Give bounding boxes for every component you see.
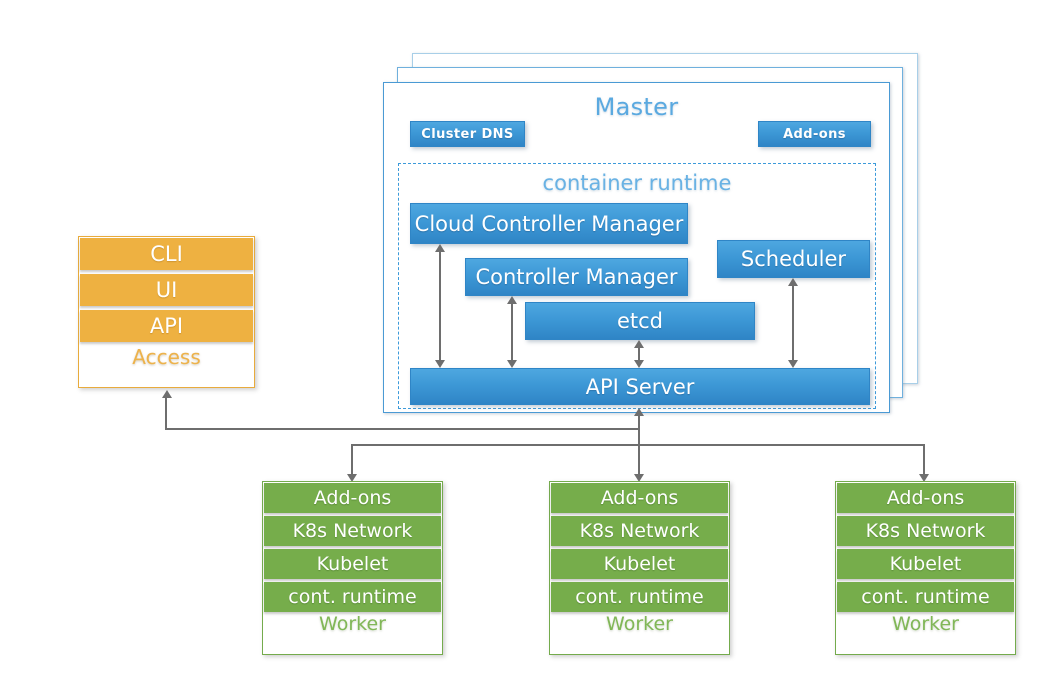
connector-etcd-arrow-down xyxy=(634,360,644,368)
api-server-label: API Server xyxy=(585,374,695,399)
worker-3-bar-addons-label: Add-ons xyxy=(886,487,965,509)
connector-ccm-arrow-down xyxy=(435,360,445,368)
worker2-connector-arrow-down xyxy=(634,474,644,482)
connector-cm-apiserver xyxy=(511,302,513,362)
worker-distribution-bus xyxy=(351,444,925,446)
scheduler-label: Scheduler xyxy=(740,247,847,271)
connector-etcd-apiserver xyxy=(638,346,640,362)
worker3-connector-vline xyxy=(923,444,925,480)
connector-scheduler-arrow-down xyxy=(788,360,798,368)
connector-ccm-apiserver xyxy=(439,250,441,362)
worker-2-bar-cont-runtime[interactable]: cont. runtime xyxy=(551,582,728,612)
access-bar-cli-label: CLI xyxy=(150,242,183,266)
access-panel-label: Access xyxy=(132,345,201,369)
worker-3-bar-k8s-network-label: K8s Network xyxy=(865,520,986,542)
worker-1-bar-k8s-network[interactable]: K8s Network xyxy=(264,516,441,546)
access-bar-ui[interactable]: UI xyxy=(80,274,253,306)
worker-3-bar-kubelet[interactable]: Kubelet xyxy=(837,549,1014,579)
worker-1-bar-cont-runtime[interactable]: cont. runtime xyxy=(264,582,441,612)
api-server-box[interactable]: API Server xyxy=(410,368,870,405)
worker-1-bar-kubelet[interactable]: Kubelet xyxy=(264,549,441,579)
worker-2-bar-kubelet[interactable]: Kubelet xyxy=(551,549,728,579)
connector-scheduler-apiserver xyxy=(792,284,794,362)
cluster-dns-box[interactable]: Cluster DNS xyxy=(410,121,525,147)
worker-1-bar-k8s-network-label: K8s Network xyxy=(292,520,413,542)
cluster-dns-label: Cluster DNS xyxy=(421,126,514,142)
access-bar-api[interactable]: API xyxy=(80,310,253,342)
worker-2-bar-k8s-network-label: K8s Network xyxy=(579,520,700,542)
worker-1-bar-cont-runtime-label: cont. runtime xyxy=(288,586,417,608)
worker-2-bar-addons[interactable]: Add-ons xyxy=(551,483,728,513)
apiserver-trunk-vline xyxy=(638,414,640,480)
connector-cm-arrow-up xyxy=(507,296,517,304)
apiserver-trunk-arrow-up xyxy=(634,408,644,416)
worker-3-bar-kubelet-label: Kubelet xyxy=(889,553,962,575)
worker-2-bar-addons-label: Add-ons xyxy=(600,487,679,509)
access-apiserver-bus xyxy=(165,428,639,430)
worker-1-bar-addons-label: Add-ons xyxy=(313,487,392,509)
connector-etcd-arrow-up xyxy=(634,340,644,348)
controller-manager-label: Controller Manager xyxy=(475,265,678,289)
worker-3-bar-cont-runtime-label: cont. runtime xyxy=(861,586,990,608)
connector-scheduler-arrow-up xyxy=(788,278,798,286)
worker-2-bar-cont-runtime-label: cont. runtime xyxy=(575,586,704,608)
connector-ccm-arrow-up xyxy=(435,244,445,252)
controller-manager-box[interactable]: Controller Manager xyxy=(465,258,688,296)
worker1-connector-arrow-down xyxy=(347,474,357,482)
access-bar-cli[interactable]: CLI xyxy=(80,238,253,270)
worker-1-bar-addons[interactable]: Add-ons xyxy=(264,483,441,513)
connector-cm-arrow-down xyxy=(507,360,517,368)
access-bar-api-label: API xyxy=(149,314,184,338)
cloud-controller-manager-box[interactable]: Cloud Controller Manager xyxy=(410,203,688,244)
worker3-connector-arrow-down xyxy=(919,474,929,482)
container-runtime-title: container runtime xyxy=(542,171,732,195)
worker-3-bar-k8s-network[interactable]: K8s Network xyxy=(837,516,1014,546)
worker-3-bar-cont-runtime[interactable]: cont. runtime xyxy=(837,582,1014,612)
cloud-controller-manager-label: Cloud Controller Manager xyxy=(414,211,684,236)
access-connector-arrow-up xyxy=(162,390,172,398)
access-connector-vline xyxy=(165,396,167,429)
worker-2-bar-k8s-network[interactable]: K8s Network xyxy=(551,516,728,546)
etcd-label: etcd xyxy=(616,309,664,333)
worker-3-panel-label: Worker xyxy=(892,613,959,635)
worker-1-bar-kubelet-label: Kubelet xyxy=(316,553,389,575)
scheduler-box[interactable]: Scheduler xyxy=(717,240,870,278)
master-addons-box[interactable]: Add-ons xyxy=(758,121,871,147)
master-addons-label: Add-ons xyxy=(783,126,846,142)
master-title: Master xyxy=(594,93,679,121)
worker-3-bar-addons[interactable]: Add-ons xyxy=(837,483,1014,513)
access-bar-ui-label: UI xyxy=(155,278,178,302)
worker-2-panel-label: Worker xyxy=(606,613,673,635)
worker-2-bar-kubelet-label: Kubelet xyxy=(603,553,676,575)
etcd-box[interactable]: etcd xyxy=(525,302,755,340)
worker-1-panel-label: Worker xyxy=(319,613,386,635)
worker1-connector-vline xyxy=(351,444,353,480)
